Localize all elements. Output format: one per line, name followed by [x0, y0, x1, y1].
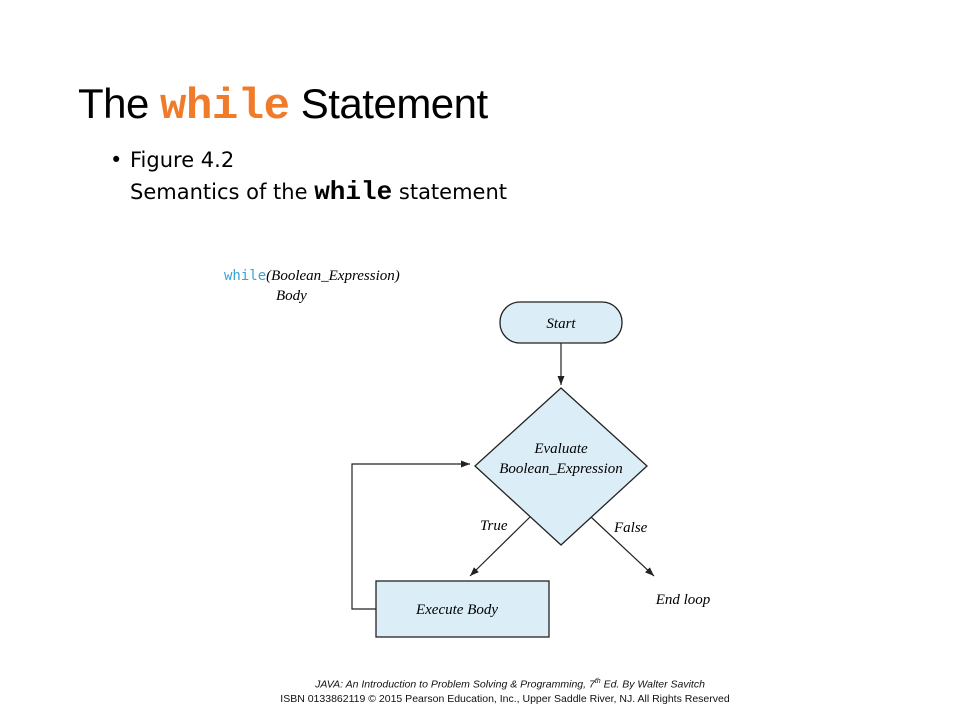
boolean-expression-label: Boolean_Expression [499, 461, 623, 477]
while-syntax: while(Boolean_Expression) Body [224, 266, 400, 306]
true-arrow [469, 516, 531, 577]
figure-caption: Semantics of the while statement [110, 176, 507, 208]
syntax-body: Body [276, 288, 307, 304]
syntax-line-1: while(Boolean_Expression) [224, 266, 400, 286]
caption-keyword: while [314, 177, 393, 207]
syntax-condition: (Boolean_Expression) [266, 268, 400, 284]
footer-citation: JAVA: An Introduction to Problem Solving… [0, 675, 960, 706]
title-prefix: The [78, 80, 149, 127]
false-arrow [590, 516, 655, 577]
slide-title: The while Statement [78, 80, 488, 132]
true-label: True [480, 518, 508, 534]
decision-diamond [474, 387, 648, 546]
loop-back-arrow [351, 460, 470, 610]
footer-line-1: JAVA: An Introduction to Problem Solving… [0, 675, 960, 692]
caption-suffix: statement [398, 180, 508, 204]
footer-book-title: JAVA: An Introduction to Problem Solving… [315, 678, 595, 691]
bullet-list: • Figure 4.2 Semantics of the while stat… [110, 144, 507, 208]
evaluate-label: Evaluate [533, 441, 588, 457]
footer-edition-sup: th [594, 678, 601, 685]
bullet-dot-icon: • [110, 148, 123, 172]
start-label: Start [546, 316, 576, 332]
footer-author: Ed. By Walter Savitch [600, 678, 705, 691]
execute-body-label: Execute Body [415, 602, 498, 618]
footer-line-2: ISBN 0133862119 © 2015 Pearson Education… [280, 692, 730, 705]
syntax-keyword: while [224, 268, 267, 284]
bullet-item: • Figure 4.2 [110, 144, 507, 176]
end-loop-label: End loop [655, 592, 711, 608]
figure-label: Figure 4.2 [130, 148, 235, 172]
false-label: False [613, 520, 648, 536]
title-keyword: while [160, 82, 290, 132]
title-suffix: Statement [300, 80, 488, 127]
caption-prefix: Semantics of the [130, 180, 308, 204]
